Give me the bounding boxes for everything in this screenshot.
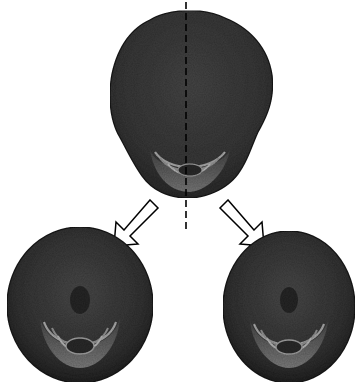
hollow-arrow-down-left-icon [114, 200, 158, 246]
top-face-shape [110, 11, 273, 198]
right-elliptical-face-map [223, 231, 355, 382]
hollow-arrow-down-right-icon [220, 200, 264, 246]
left-elliptical-face-map [7, 227, 153, 382]
